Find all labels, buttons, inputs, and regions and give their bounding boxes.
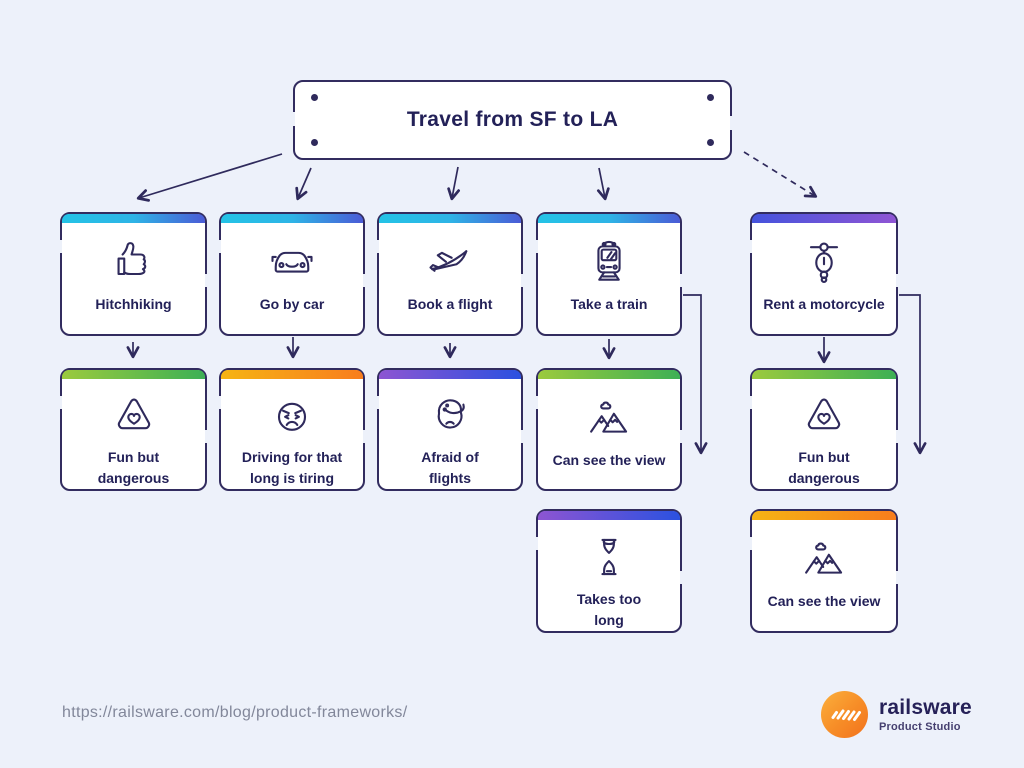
option-card-motorcycle: Rent a motorcycle <box>750 212 898 336</box>
heart-warning-icon <box>108 389 160 442</box>
page-title: Travel from SF to LA <box>406 108 619 131</box>
card-label: Rent a motorcycle <box>763 296 885 312</box>
outcome-card-hitchhiking: Fun but dangerous <box>60 368 207 491</box>
brand-name: railsware <box>879 695 972 719</box>
railsware-logo: railsware Product Studio <box>821 691 972 738</box>
outcome-card-motorcycle-view: Can see the view <box>750 509 898 633</box>
card-label: Can see the view <box>767 593 881 609</box>
scooter-icon <box>798 233 850 289</box>
elbow-arrow-train-to-takes-too-long <box>683 294 708 455</box>
card-accent-bar <box>752 214 896 223</box>
card-accent-bar <box>379 214 521 223</box>
card-label: Afraid of flights <box>421 449 479 486</box>
dashed-arrow-title-to-motorcycle <box>743 151 818 198</box>
corner-pin-icon <box>311 139 318 146</box>
outcome-card-train-view: Can see the view <box>536 368 682 491</box>
title-card: Travel from SF to LA <box>293 80 732 160</box>
card-accent-bar <box>221 214 363 223</box>
corner-pin-icon <box>707 94 714 101</box>
elbow-arrow-motorcycle-to-view <box>899 294 927 455</box>
railsware-logo-mark-icon <box>821 691 868 738</box>
arrow-title-to-car <box>295 167 312 201</box>
plane-icon <box>424 233 476 289</box>
card-label: Go by car <box>259 296 325 312</box>
arrow-title-to-train <box>596 167 610 201</box>
card-label: Can see the view <box>552 452 666 468</box>
arrow-title-to-flight <box>447 166 460 201</box>
car-icon <box>266 233 318 289</box>
hourglass-icon <box>583 530 635 584</box>
mountains-icon <box>583 389 635 445</box>
card-label: Hitchhiking <box>95 296 172 312</box>
heart-warning-icon <box>798 389 850 442</box>
card-accent-bar <box>221 370 363 379</box>
outcome-card-motorcycle-danger: Fun but dangerous <box>750 368 898 491</box>
card-label: Take a train <box>570 296 648 312</box>
card-label: Book a flight <box>407 296 493 312</box>
card-accent-bar <box>379 370 521 379</box>
card-label: Fun but dangerous <box>788 449 860 486</box>
brand-tagline: Product Studio <box>879 720 961 733</box>
card-accent-bar <box>752 511 896 520</box>
card-accent-bar <box>538 370 680 379</box>
scared-face-icon <box>424 389 476 442</box>
thumbs-up-icon <box>108 233 160 289</box>
card-accent-bar <box>62 214 205 223</box>
train-icon <box>583 233 635 289</box>
card-accent-bar <box>538 511 680 520</box>
card-label: Driving for that long is tiring <box>241 449 343 486</box>
outcome-card-car: Driving for that long is tiring <box>219 368 365 491</box>
card-accent-bar <box>62 370 205 379</box>
card-accent-bar <box>538 214 680 223</box>
corner-pin-icon <box>707 139 714 146</box>
option-card-flight: Book a flight <box>377 212 523 336</box>
option-card-car: Go by car <box>219 212 365 336</box>
option-card-hitchhiking: Hitchhiking <box>60 212 207 336</box>
card-label: Fun but dangerous <box>97 449 170 486</box>
source-url-text: https://railsware.com/blog/product-frame… <box>62 704 408 721</box>
railsware-logo-text: railsware Product Studio <box>879 697 972 733</box>
card-label: Takes too long <box>576 591 642 628</box>
weary-face-icon <box>266 389 318 442</box>
corner-pin-icon <box>311 94 318 101</box>
mountains-icon <box>798 530 850 586</box>
card-accent-bar <box>752 370 896 379</box>
outcome-card-train-long: Takes too long <box>536 509 682 633</box>
option-card-train: Take a train <box>536 212 682 336</box>
outcome-card-flight: Afraid of flights <box>377 368 523 491</box>
arrow-title-to-hitchhiking <box>136 153 283 202</box>
